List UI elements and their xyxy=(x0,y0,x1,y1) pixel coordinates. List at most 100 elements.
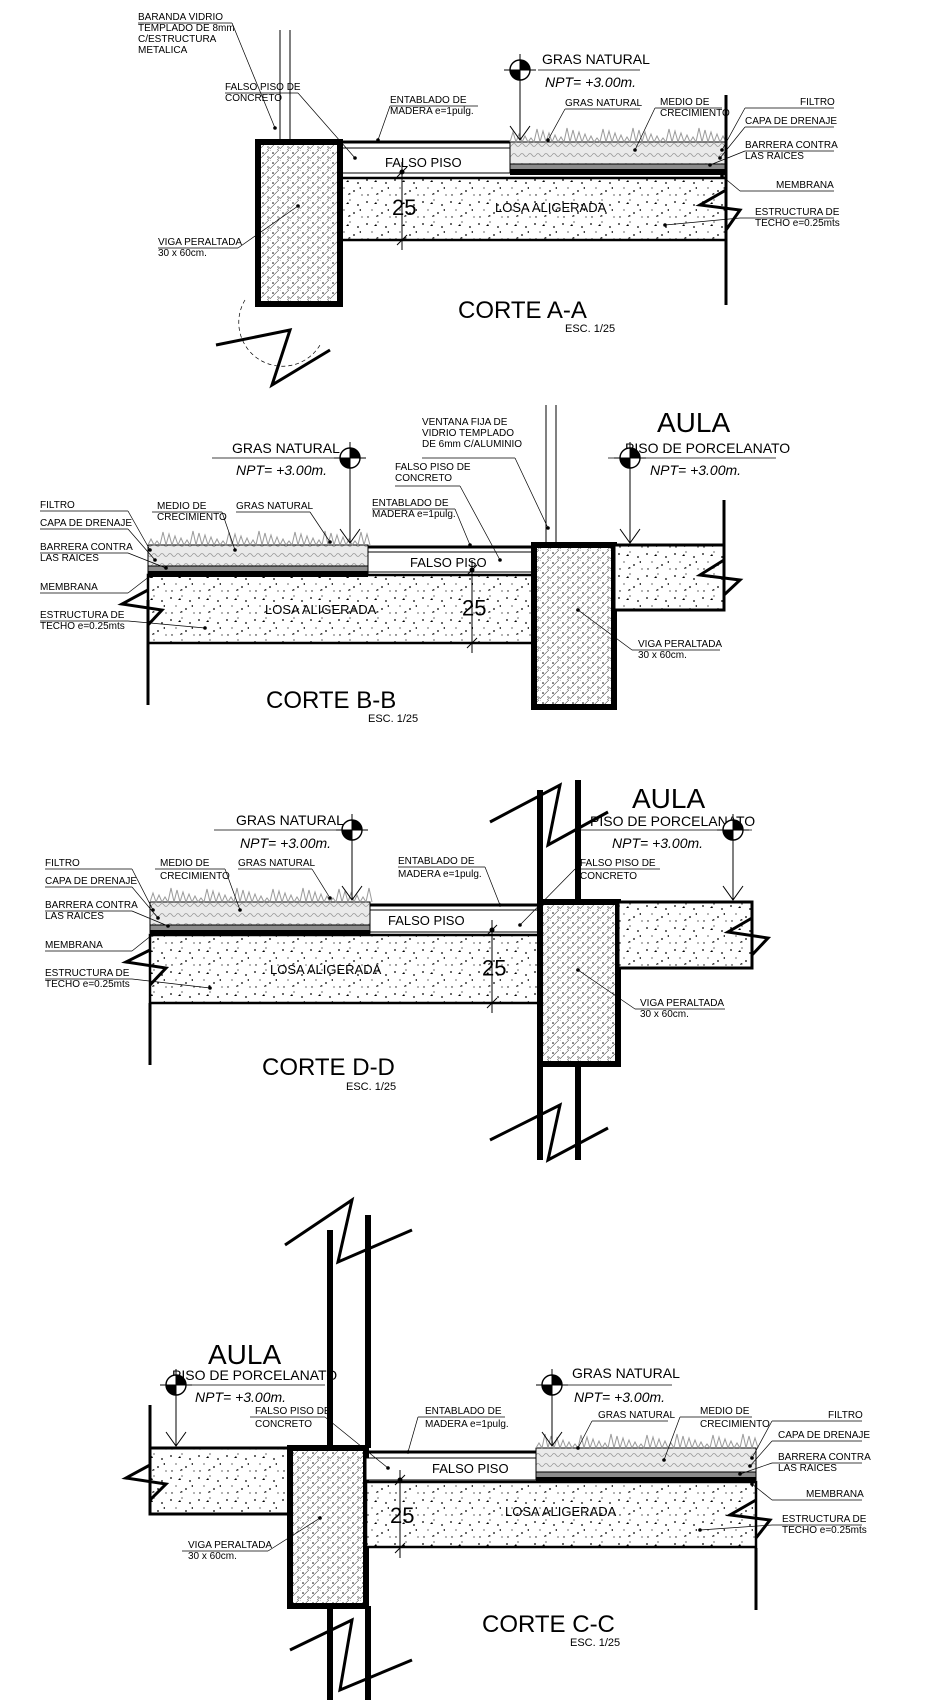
leader-line xyxy=(127,620,206,629)
leader-dot xyxy=(153,558,157,562)
medium-callout: MEDIO DE xyxy=(157,501,207,512)
roof-structure-callout: ESTRUCTURA DE xyxy=(45,968,130,979)
filter-callout: FILTRO xyxy=(828,1410,863,1421)
leader-dot xyxy=(328,896,332,900)
room-npt: NPT= +3.00m. xyxy=(650,462,741,478)
leader-dot xyxy=(203,626,207,630)
leader-dot xyxy=(148,574,152,578)
section-scale: ESC. 1/25 xyxy=(368,713,418,725)
leader-line xyxy=(699,1524,773,1531)
medium-callout: CRECIMIENTO xyxy=(660,108,730,119)
leader-line xyxy=(131,868,154,911)
leader-dot xyxy=(738,1472,742,1476)
leader-dot xyxy=(498,903,502,907)
leader-dot xyxy=(166,924,170,928)
grass-title: GRAS NATURAL xyxy=(232,440,340,456)
break-line xyxy=(121,1463,170,1502)
break-line xyxy=(695,188,743,231)
false-floor-callout: CONCRETO xyxy=(580,871,637,882)
green-roof-layers xyxy=(509,127,727,173)
decking-callout: MADERA e=1pulg. xyxy=(390,106,474,117)
membrane-callout: MEMBRANA xyxy=(806,1489,864,1500)
root-barrier-callout: BARRERA CONTRA xyxy=(45,900,138,911)
false-floor-label: FALSO PISO xyxy=(385,155,462,170)
membrane-callout: MEMBRANA xyxy=(45,940,103,951)
room-slab xyxy=(616,900,754,970)
leader-dot xyxy=(273,126,277,130)
leader-dot xyxy=(546,138,550,142)
railing-callout: TEMPLADO DE 8mm xyxy=(138,23,235,34)
leader-line xyxy=(751,1483,773,1501)
leader-dot xyxy=(662,1458,666,1462)
leader-dot xyxy=(663,223,667,227)
leader-line xyxy=(407,1416,419,1453)
leader-line xyxy=(519,868,576,926)
decking-callout: ENTABLADO DE xyxy=(372,498,449,509)
break-line xyxy=(121,948,170,987)
leader-dot xyxy=(576,608,580,612)
filter-callout: FILTRO xyxy=(45,858,80,869)
dimension-tick xyxy=(466,637,478,649)
level-arrowhead xyxy=(541,1431,563,1447)
leader-dot xyxy=(386,1466,390,1470)
break-line xyxy=(284,1196,413,1265)
section-title: CORTE D-D xyxy=(262,1054,395,1081)
leader-dot xyxy=(318,1516,322,1520)
medium-callout: CRECIMIENTO xyxy=(157,512,227,523)
leader-dot xyxy=(546,526,550,530)
dimension-value: 25 xyxy=(482,956,506,981)
break-line xyxy=(723,916,772,957)
slab-label: LOSA ALIGERADA xyxy=(495,200,607,215)
leader-line xyxy=(311,868,331,899)
leader-dot xyxy=(518,923,522,927)
roof-structure-callout: TECHO e=0.25mts xyxy=(45,979,130,990)
leader-line xyxy=(297,92,356,159)
leader-line xyxy=(484,866,501,906)
room-title: AULA xyxy=(208,1339,281,1370)
leader-line xyxy=(739,1462,773,1475)
root-barrier-callout: BARRERA CONTRA xyxy=(778,1452,871,1463)
roof-structure-callout: TECHO e=0.25mts xyxy=(40,621,125,632)
room-floor: PISO DE PORCELANATO xyxy=(172,1367,337,1383)
leader-dot xyxy=(148,548,152,552)
slab xyxy=(364,1480,758,1549)
beam-callout: VIGA PERALTADA xyxy=(638,639,722,650)
beam xyxy=(255,139,343,307)
leader-line xyxy=(309,511,331,543)
leader-dot xyxy=(708,163,712,167)
roof-structure-callout: TECHO e=0.25mts xyxy=(755,218,840,229)
decking-callout: MADERA e=1pulg. xyxy=(425,1419,509,1430)
beam-callout: 30 x 60cm. xyxy=(638,650,687,661)
leader-dot xyxy=(296,204,300,208)
grass-callout: GRAS NATURAL xyxy=(236,501,313,512)
filter-callout: FILTRO xyxy=(800,97,835,108)
roof-structure-callout: ESTRUCTURA DE xyxy=(40,610,125,621)
break-line xyxy=(117,588,166,627)
decking-callout: ENTABLADO DE xyxy=(398,856,475,867)
green-roof-layers xyxy=(535,1433,759,1481)
false-floor xyxy=(339,147,511,174)
section-title: CORTE C-C xyxy=(482,1611,615,1638)
dimension-value: 25 xyxy=(462,596,486,621)
leader-line xyxy=(721,107,746,151)
leader-line xyxy=(131,978,211,989)
dimension-tick xyxy=(396,234,408,246)
false-floor-label: FALSO PISO xyxy=(388,913,465,928)
leader-line xyxy=(231,22,276,129)
beam-callout: 30 x 60cm. xyxy=(640,1009,689,1020)
leader-dot xyxy=(576,1446,580,1450)
level-marker-icon xyxy=(334,442,366,474)
leader-dot xyxy=(720,148,724,152)
grass-npt: NPT= +3.00m. xyxy=(240,835,331,851)
membrane-callout: MEMBRANA xyxy=(40,582,98,593)
leader-line xyxy=(267,1517,321,1552)
leader-line xyxy=(131,910,169,927)
level-arrowhead xyxy=(165,1431,187,1447)
decking-callout: ENTABLADO DE xyxy=(425,1406,502,1417)
beam-callout: VIGA PERALTADA xyxy=(640,998,724,1009)
